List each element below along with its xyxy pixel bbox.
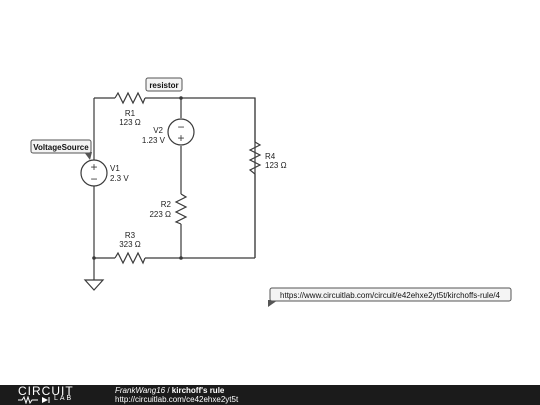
- resistor-r1[interactable]: [114, 91, 146, 105]
- wire-top-right: [145, 97, 256, 258]
- resistor-r3[interactable]: [114, 251, 146, 265]
- footer-title-line: FrankWang16 / kirchoff's rule: [115, 386, 238, 395]
- label-v1-name: V1: [110, 164, 120, 173]
- label-v2-name: V2: [153, 126, 163, 135]
- circuit-title: kirchoff's rule: [171, 386, 225, 395]
- minus-sign-v1: −: [90, 172, 97, 186]
- label-r2-name: R2: [161, 200, 172, 209]
- ground-icon: [83, 279, 105, 291]
- callout-resistor-text: resistor: [149, 81, 178, 90]
- callout-voltage-source: VoltageSource: [30, 139, 92, 160]
- junction-dot: [179, 96, 183, 100]
- label-v2-value: 1.23 V: [142, 136, 166, 145]
- plus-sign-v1: +: [90, 160, 97, 174]
- circuitlab-logo[interactable]: CIRCUIT LAB: [18, 384, 98, 405]
- logo-text-bottom: LAB: [54, 395, 74, 402]
- resistor-r2[interactable]: [174, 193, 188, 225]
- junction-dot: [92, 256, 96, 260]
- callout-url[interactable]: https://www.circuitlab.com/circuit/e42eh…: [268, 287, 512, 307]
- label-r1-value: 123 Ω: [119, 118, 141, 127]
- title-separator: /: [165, 386, 172, 395]
- label-r1-name: R1: [125, 109, 136, 118]
- callout-url-text[interactable]: https://www.circuitlab.com/circuit/e42eh…: [280, 291, 500, 300]
- footer-info: FrankWang16 / kirchoff's rule http://cir…: [115, 386, 238, 404]
- callout-resistor: resistor: [145, 77, 183, 92]
- logo-wave-icon: [18, 396, 50, 404]
- plus-sign-v2: +: [177, 131, 184, 145]
- footer-bar: CIRCUIT LAB FrankWang16 / kirchoff's rul…: [0, 384, 540, 405]
- junction-dot: [179, 256, 183, 260]
- label-r4-value: 123 Ω: [265, 161, 287, 170]
- label-r4-name: R4: [265, 152, 276, 161]
- resistor-r4[interactable]: [248, 141, 262, 175]
- logo-text-top: CIRCUIT: [18, 384, 74, 398]
- label-v1-value: 2.3 V: [110, 174, 129, 183]
- label-r2-value: 223 Ω: [149, 210, 171, 219]
- footer-url[interactable]: http://circuitlab.com/ce42ehxe2yt5t: [115, 395, 239, 404]
- author-name[interactable]: FrankWang16: [115, 386, 166, 395]
- label-r3-name: R3: [125, 231, 136, 240]
- circuit-schematic: + − − + R1 123 Ω V2 1.23 V V1 2.3 V R4 1…: [30, 77, 512, 307]
- callout-voltage-source-text: VoltageSource: [33, 143, 89, 152]
- voltage-source-v2[interactable]: [167, 118, 195, 146]
- minus-sign-v2: −: [177, 120, 184, 134]
- label-r3-value: 323 Ω: [119, 240, 141, 249]
- voltage-source-v1[interactable]: [80, 159, 108, 187]
